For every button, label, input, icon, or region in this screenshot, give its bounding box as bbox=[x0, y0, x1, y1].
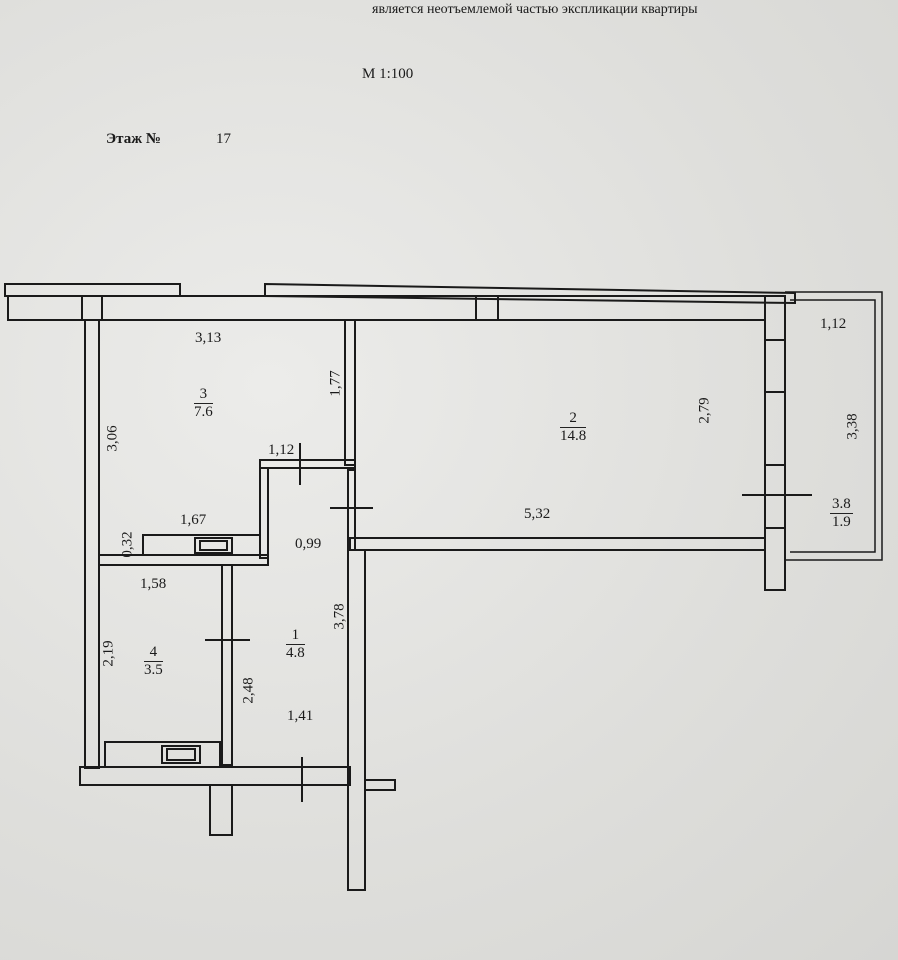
wall-room2-bottom bbox=[349, 537, 766, 551]
wall-left bbox=[84, 319, 100, 769]
outer-wall-top-left bbox=[4, 283, 181, 297]
vent-shaft-bottom bbox=[104, 741, 221, 768]
dim-room3-height: 3,06 bbox=[104, 425, 121, 452]
dim-niche-width: 1,12 bbox=[268, 442, 295, 458]
floor-value: 17 bbox=[216, 131, 231, 147]
header-note: является неотъемлемой частью экспликации… bbox=[372, 2, 698, 17]
dim-room3-width: 3,13 bbox=[195, 330, 222, 346]
dim-hall-small: 0,99 bbox=[295, 536, 322, 552]
dim-room2-width: 5,32 bbox=[524, 506, 551, 522]
floor-label: Этаж № bbox=[106, 131, 161, 147]
wall-corridor bbox=[347, 469, 366, 891]
dim-room1-width: 1,41 bbox=[287, 708, 314, 724]
dim-corridor-length: 3,78 bbox=[331, 603, 348, 630]
dim-room3-right: 1,77 bbox=[327, 370, 344, 397]
dim-vent-depth: 0,32 bbox=[119, 531, 136, 558]
dim-room2-height: 2,79 bbox=[696, 397, 713, 424]
wall-partition bbox=[344, 319, 356, 466]
dim-room4-height: 2,19 bbox=[100, 640, 117, 667]
main-wall-top bbox=[7, 295, 766, 321]
vent-shaft bbox=[142, 534, 261, 556]
outer-wall-top-right bbox=[264, 282, 796, 305]
dim-balcony-width: 1,12 bbox=[820, 316, 847, 332]
balcony-outline bbox=[785, 291, 883, 561]
wall-bottom bbox=[79, 766, 351, 786]
dim-balcony-length: 3,38 bbox=[844, 413, 861, 440]
dim-room4-width: 1,58 bbox=[140, 576, 167, 592]
scale-label: М 1:100 bbox=[362, 66, 414, 82]
dim-room1-height: 2,48 bbox=[240, 677, 257, 704]
dim-vent-width: 1,67 bbox=[180, 512, 207, 528]
wall-right bbox=[764, 295, 786, 591]
